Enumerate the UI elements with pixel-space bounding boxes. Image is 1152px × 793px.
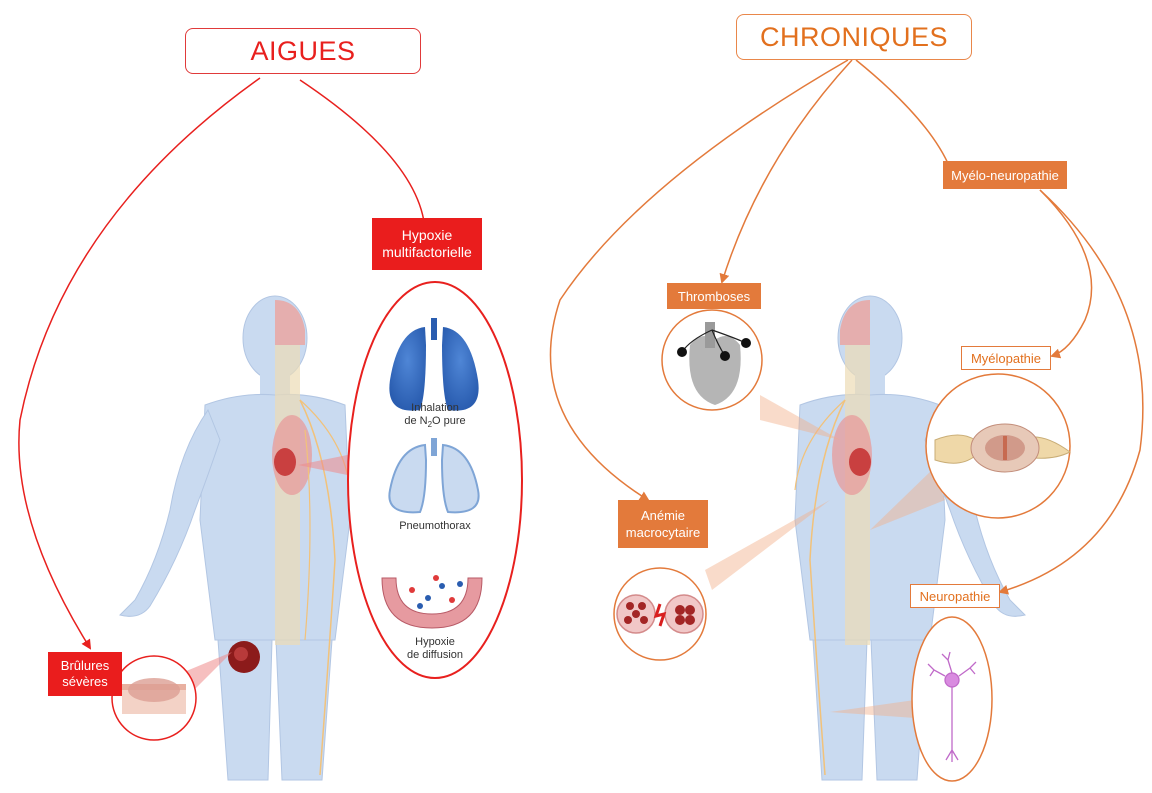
arrow-to-myeloneuro — [856, 60, 950, 168]
diffusion-line-1: Hypoxie — [380, 636, 490, 649]
hypoxia-line-1: Hypoxie — [402, 227, 453, 244]
diffusion-caption: Hypoxie de diffusion — [380, 636, 490, 662]
burns-line-1: Brûlures — [61, 658, 109, 674]
myeloneuro-box: Myélo-neuropathie — [943, 161, 1067, 189]
inhalation-line-2: de N2O pure — [380, 415, 490, 431]
myelopathy-label: Myélopathie — [971, 351, 1041, 366]
diffusion-line-2: de diffusion — [380, 649, 490, 662]
inhalation-caption: Inhalation de N2O pure — [380, 402, 490, 431]
inhalation-line-1: Inhalation — [380, 402, 490, 415]
burns-box: Brûlures sévères — [48, 652, 122, 696]
pneumothorax-caption: Pneumothorax — [380, 520, 490, 533]
chronic-title-box: CHRONIQUES — [736, 14, 972, 60]
arrow-to-hypoxia — [300, 80, 425, 230]
myelopathy-box: Myélopathie — [961, 346, 1051, 370]
neuropathy-box: Neuropathie — [910, 584, 1000, 608]
hypoxia-line-2: multifactorielle — [382, 244, 471, 261]
thromboses-box: Thromboses — [667, 283, 761, 309]
acute-title: AIGUES — [250, 36, 355, 67]
burns-line-2: sévères — [62, 674, 108, 690]
thromboses-label: Thromboses — [678, 288, 750, 305]
inhalation-text-b: O pure — [432, 415, 466, 427]
inhalation-text-a: de N — [404, 415, 427, 427]
anemia-line-1: Anémie — [641, 507, 685, 524]
anemia-line-2: macrocytaire — [626, 524, 700, 541]
acute-title-box: AIGUES — [185, 28, 421, 74]
anemia-box: Anémie macrocytaire — [618, 500, 708, 548]
neuropathy-label: Neuropathie — [920, 589, 991, 604]
arrow-to-thromboses — [722, 60, 852, 282]
chronic-title: CHRONIQUES — [760, 22, 948, 53]
hypoxia-box: Hypoxie multifactorielle — [372, 218, 482, 270]
myeloneuro-label: Myélo-neuropathie — [951, 167, 1059, 184]
